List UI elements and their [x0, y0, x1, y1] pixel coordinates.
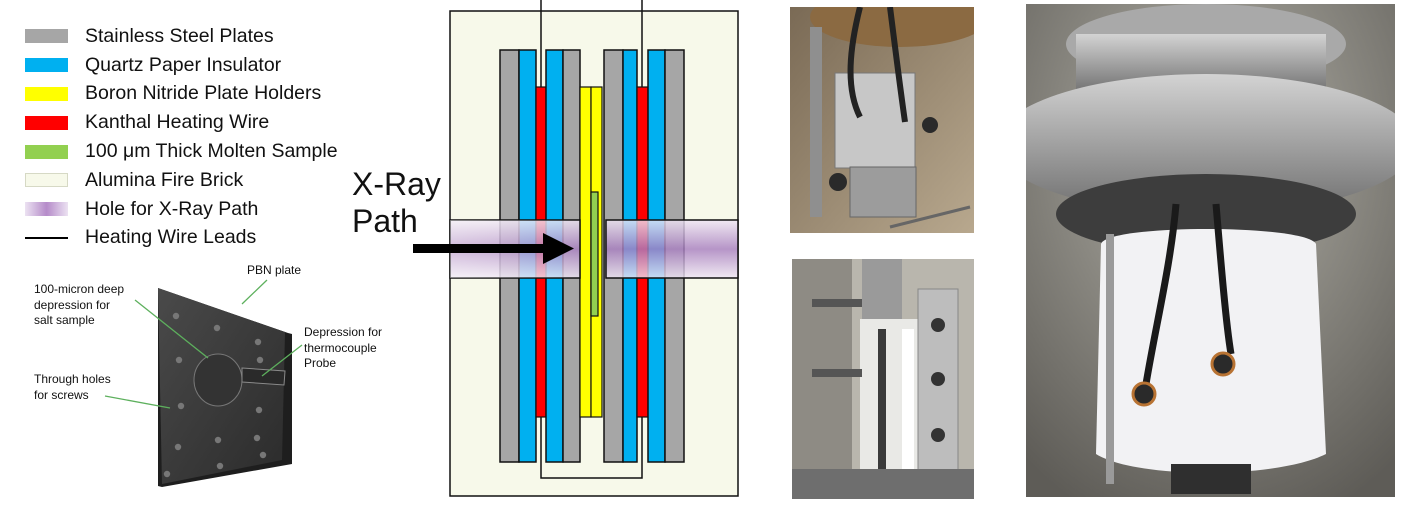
legend-swatch: [25, 236, 68, 239]
legend-label: Heating Wire Leads: [85, 226, 257, 249]
photo-heater-assembly: [790, 7, 974, 233]
legend-label: 100 μm Thick Molten Sample: [85, 140, 338, 163]
xray-hole-right: [605, 219, 739, 279]
legend-item-quartz: Quartz Paper Insulator: [25, 51, 338, 80]
xray-arrow: [413, 233, 574, 264]
legend-label: Kanthal Heating Wire: [85, 111, 270, 134]
pbn-plate-diagram: 100-micron deep depression for salt samp…: [20, 260, 420, 500]
legend-label: Boron Nitride Plate Holders: [85, 82, 322, 105]
legend-label: Quartz Paper Insulator: [85, 53, 282, 76]
legend-label: Hole for X-Ray Path: [85, 197, 259, 220]
legend-item-fire-brick: Alumina Fire Brick: [25, 166, 338, 195]
photo-installed-furnace: [1026, 4, 1395, 497]
photo-side-view: [792, 259, 974, 499]
callout-thermocouple: Depression for thermocouple Probe: [304, 325, 383, 371]
callout-depression: 100-micron deep depression for salt samp…: [34, 282, 125, 328]
legend-swatch: [25, 29, 68, 44]
xray-path-label: X-Ray Path: [352, 166, 441, 239]
legend-swatch: [25, 115, 68, 130]
screw-holes: [163, 312, 267, 478]
legend-swatch: [25, 173, 68, 188]
callout-arrows: [104, 279, 303, 409]
callout-pbn: PBN plate: [247, 263, 302, 277]
heating-wire-leads: [540, 0, 643, 479]
legend-swatch: [25, 144, 68, 159]
legend-label: Alumina Fire Brick: [85, 168, 244, 191]
legend-label: Stainless Steel Plates: [85, 24, 274, 47]
legend-item-stainless-steel: Stainless Steel Plates: [25, 22, 338, 51]
legend-item-wire-leads: Heating Wire Leads: [25, 224, 338, 253]
legend-swatch: [25, 86, 68, 101]
legend: Stainless Steel Plates Quartz Paper Insu…: [25, 22, 338, 252]
legend-item-xray-hole: Hole for X-Ray Path: [25, 195, 338, 224]
legend-swatch: [25, 58, 68, 73]
legend-item-sample: 100 μm Thick Molten Sample: [25, 137, 338, 166]
callout-holes: Through holes for screws: [34, 372, 111, 402]
legend-item-boron-nitride: Boron Nitride Plate Holders: [25, 80, 338, 109]
legend-item-kanthal: Kanthal Heating Wire: [25, 108, 338, 137]
boron-nitride-holder: [579, 86, 592, 418]
legend-swatch: [25, 202, 68, 217]
molten-sample: [590, 191, 599, 317]
pbn-plate-drawing: [104, 279, 303, 487]
